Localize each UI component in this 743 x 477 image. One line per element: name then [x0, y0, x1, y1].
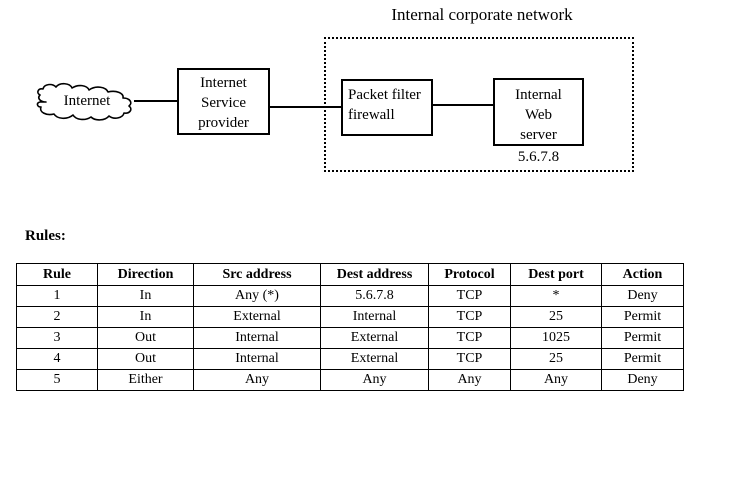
node-internal-web-server: Internal Web server: [493, 78, 584, 146]
cell-port: Any: [510, 369, 602, 391]
rules-heading: Rules:: [25, 228, 66, 244]
cell-port: 25: [510, 348, 602, 370]
node-internet-service-provider: Internet Service provider: [177, 68, 270, 135]
column-header-port: Dest port: [510, 263, 602, 286]
cell-rule: 4: [16, 348, 98, 370]
cell-direction: In: [97, 306, 194, 328]
table-header-row: Rule Direction Src address Dest address …: [16, 263, 684, 286]
column-header-direction: Direction: [97, 263, 194, 286]
cell-protocol: TCP: [428, 348, 511, 370]
cell-dest: External: [320, 348, 429, 370]
cell-src: Any: [193, 369, 321, 391]
table-row: 2 In External Internal TCP 25 Permit: [16, 306, 684, 328]
server-label-line-1: Internal: [515, 87, 562, 103]
table-row: 4 Out Internal External TCP 25 Permit: [16, 348, 684, 370]
isp-label-line-2: Service: [201, 95, 246, 111]
cell-dest: Any: [320, 369, 429, 391]
column-header-dest: Dest address: [320, 263, 429, 286]
table-row: 1 In Any (*) 5.6.7.8 TCP * Deny: [16, 285, 684, 307]
server-label-line-2: Web: [524, 107, 553, 123]
cell-action: Permit: [601, 348, 684, 370]
cell-protocol: TCP: [428, 285, 511, 307]
cell-direction: Out: [97, 327, 194, 349]
cell-src: Any (*): [193, 285, 321, 307]
cell-port: *: [510, 285, 602, 307]
cell-port: 1025: [510, 327, 602, 349]
cell-rule: 1: [16, 285, 98, 307]
cell-src: External: [193, 306, 321, 328]
cell-port: 25: [510, 306, 602, 328]
server-label-line-3: server: [520, 127, 557, 143]
firewall-label-line-2: firewall: [348, 107, 395, 123]
cell-protocol: TCP: [428, 306, 511, 328]
cell-src: Internal: [193, 327, 321, 349]
firewall-rules-table: Rule Direction Src address Dest address …: [16, 263, 684, 391]
cell-src: Internal: [193, 348, 321, 370]
cell-action: Permit: [601, 327, 684, 349]
isp-label-line-1: Internet: [200, 75, 247, 91]
isp-label-line-3: provider: [198, 115, 249, 131]
cell-direction: In: [97, 285, 194, 307]
web-server-ip-address: 5.6.7.8: [517, 149, 560, 165]
cell-action: Deny: [601, 369, 684, 391]
cell-action: Permit: [601, 306, 684, 328]
firewall-label-line-1: Packet filter: [348, 87, 421, 103]
cell-dest: 5.6.7.8: [320, 285, 429, 307]
internet-cloud-label: Internet: [63, 93, 111, 109]
cell-rule: 3: [16, 327, 98, 349]
cell-dest: External: [320, 327, 429, 349]
cell-protocol: TCP: [428, 327, 511, 349]
column-header-action: Action: [601, 263, 684, 286]
cell-action: Deny: [601, 285, 684, 307]
table-row: 3 Out Internal External TCP 1025 Permit: [16, 327, 684, 349]
network-topology-diagram: Internal corporate network Internet Inte…: [0, 0, 743, 200]
internal-corporate-network-zone: [324, 37, 634, 172]
column-header-protocol: Protocol: [428, 263, 511, 286]
cell-dest: Internal: [320, 306, 429, 328]
node-packet-filter-firewall: Packet filter firewall: [341, 79, 433, 136]
link-internet-to-isp: [134, 100, 179, 102]
column-header-rule: Rule: [16, 263, 98, 286]
cell-direction: Out: [97, 348, 194, 370]
diagram-title: Internal corporate network: [391, 5, 573, 24]
link-isp-to-firewall: [268, 106, 343, 108]
column-header-src: Src address: [193, 263, 321, 286]
internet-cloud-icon: [36, 82, 132, 121]
link-firewall-to-web-server: [431, 104, 495, 106]
cell-rule: 2: [16, 306, 98, 328]
cell-direction: Either: [97, 369, 194, 391]
cell-protocol: Any: [428, 369, 511, 391]
table-row: 5 Either Any Any Any Any Deny: [16, 369, 684, 391]
cell-rule: 5: [16, 369, 98, 391]
